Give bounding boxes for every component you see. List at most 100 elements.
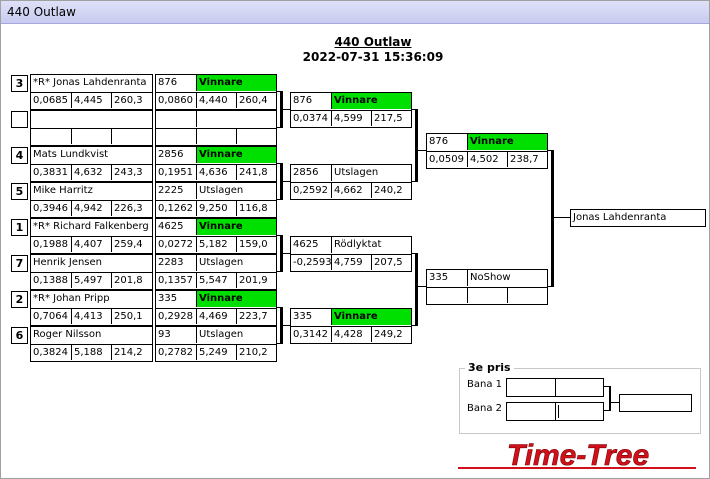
lane1-label: Bana 1 xyxy=(467,379,502,390)
car-number: 335 xyxy=(158,293,178,304)
window-title: 440 Outlaw xyxy=(7,5,76,19)
lane2-field[interactable] xyxy=(506,402,604,421)
round1-result-box[interactable] xyxy=(155,110,277,146)
speed: 241,8 xyxy=(236,164,276,180)
speed xyxy=(236,128,276,144)
speed: 210,2 xyxy=(236,344,276,360)
bracket-line xyxy=(418,286,426,287)
elapsed-time: 4,632 xyxy=(71,164,111,180)
bracket-line xyxy=(280,163,283,200)
reaction-time: 0,1388 xyxy=(31,272,71,288)
reaction-time: 0,3831 xyxy=(31,164,71,180)
seed-number: 2 xyxy=(11,291,28,308)
bracket-line xyxy=(411,109,415,110)
reaction-time: 0,7064 xyxy=(31,308,71,324)
third-place-winner-field[interactable] xyxy=(619,394,692,412)
result-label: Utslagen xyxy=(196,183,276,199)
driver-name: Mats Lundkvist xyxy=(33,149,109,160)
speed: 259,4 xyxy=(111,236,152,252)
result-label: Vinnare xyxy=(196,147,276,163)
car-number: 335 xyxy=(293,311,313,322)
reaction-time: 0,2928 xyxy=(156,308,196,324)
driver-name: *R* Richard Falkenberg xyxy=(33,221,149,232)
elapsed-time: 4,942 xyxy=(71,200,111,216)
speed: 260,4 xyxy=(236,92,276,108)
car-number xyxy=(156,111,196,127)
text-cursor xyxy=(558,405,559,418)
speed: 207,5 xyxy=(371,254,411,270)
bracket-line xyxy=(276,163,280,164)
reaction-time: 0,3946 xyxy=(31,200,71,216)
result-label: Utslagen xyxy=(196,255,276,271)
reaction-time: 0,0374 xyxy=(291,110,331,126)
result-label: Rödlyktat xyxy=(331,237,411,253)
car-number: 2225 xyxy=(158,185,184,196)
reaction-time xyxy=(427,287,467,303)
car-number: 2856 xyxy=(293,167,319,178)
speed: 240,2 xyxy=(371,182,411,198)
bracket-line xyxy=(276,307,280,308)
seed-number: 4 xyxy=(11,147,28,164)
car-number: 876 xyxy=(158,77,178,88)
speed: 249,2 xyxy=(371,326,411,342)
elapsed-time: 5,547 xyxy=(196,272,236,288)
driver-box[interactable] xyxy=(30,110,153,146)
elapsed-time: 4,413 xyxy=(71,308,111,324)
speed: 116,8 xyxy=(236,200,276,216)
bracket-line xyxy=(276,235,280,236)
car-number: 876 xyxy=(429,136,449,147)
seed-number xyxy=(11,111,28,128)
car-number: 93 xyxy=(158,329,171,340)
bracket-line xyxy=(276,271,280,272)
elapsed-time: 5,182 xyxy=(196,236,236,252)
reaction-time: 0,2592 xyxy=(291,182,331,198)
final-winner-name: Jonas Lahdenranta xyxy=(573,212,667,223)
result-label: Utslagen xyxy=(331,165,411,181)
bracket-line xyxy=(418,150,426,151)
elapsed-time: 5,249 xyxy=(196,344,236,360)
driver-name: Roger Nilsson xyxy=(33,329,102,340)
result-label: Vinnare xyxy=(467,134,547,150)
bracket-line xyxy=(276,127,280,128)
car-number: 335 xyxy=(429,272,449,283)
lane1-field[interactable] xyxy=(506,378,604,397)
elapsed-time xyxy=(71,128,111,144)
bracket-line xyxy=(547,150,551,151)
result-label xyxy=(196,111,276,127)
final-winner-box[interactable]: Jonas Lahdenranta xyxy=(570,209,706,227)
elapsed-time: 4,428 xyxy=(331,326,371,342)
seed-number: 7 xyxy=(11,255,28,272)
result-label: Utslagen xyxy=(196,327,276,343)
reaction-time: 0,1262 xyxy=(156,200,196,216)
result-label: Vinnare xyxy=(331,93,411,109)
bracket-line xyxy=(547,286,551,287)
event-title: 440 Outlaw xyxy=(334,35,412,49)
bracket-line xyxy=(280,91,283,128)
reaction-time: 0,1951 xyxy=(156,164,196,180)
bracket-line xyxy=(283,109,290,110)
third-place-title: 3e pris xyxy=(465,361,514,374)
elapsed-time: 4,445 xyxy=(71,92,111,108)
third-place-panel xyxy=(459,368,701,434)
elapsed-time: 9,250 xyxy=(196,200,236,216)
